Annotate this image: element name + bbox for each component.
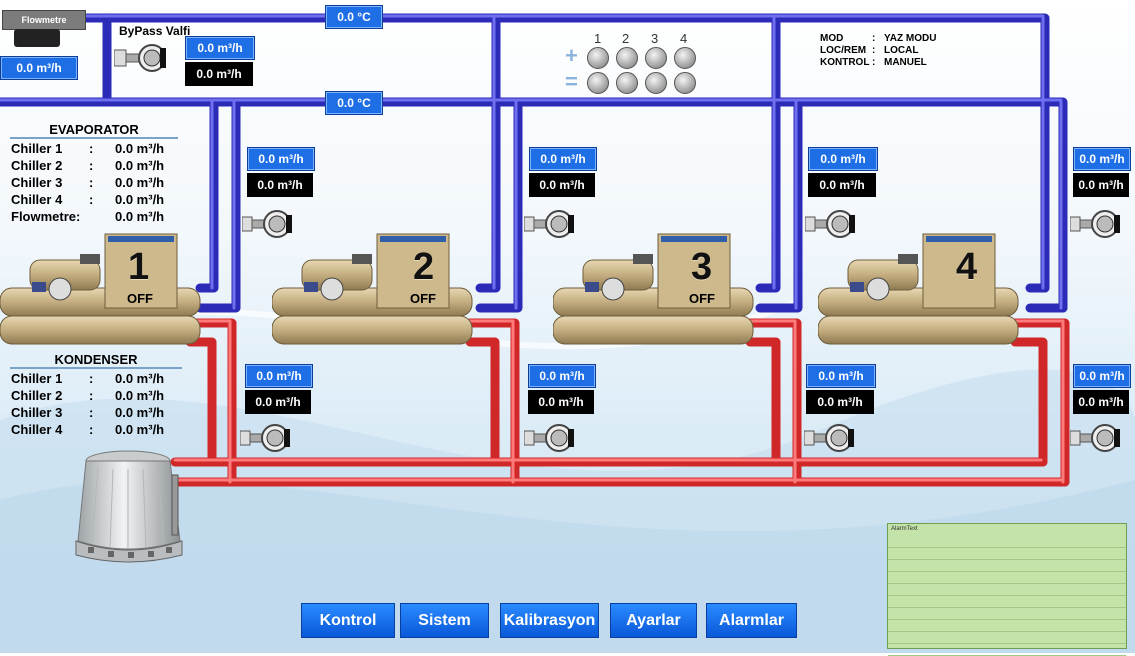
sequence-indicator[interactable] — [616, 72, 638, 94]
mode-info: MOD: YAZ MODU LOC/REM: LOCAL KONTROL: MANUE… — [820, 33, 936, 69]
chiller-1-cond-flow-set: 0.0 m³/h — [245, 364, 313, 388]
chiller-2-evap-valve-icon[interactable] — [524, 207, 574, 241]
mode-value: YAZ MODU — [884, 33, 937, 44]
kontrol-button[interactable]: Kontrol — [301, 603, 395, 638]
flowmetre-value: 0.0 m³/h — [0, 56, 78, 80]
mode-key: MOD — [820, 33, 844, 44]
chiller-3-evap-flow-set: 0.0 m³/h — [808, 147, 878, 171]
sequence-indicator[interactable] — [674, 47, 696, 69]
chiller-unit-graphic — [817, 233, 1019, 345]
bypass-valve-icon[interactable] — [114, 40, 166, 76]
bypass-flow-actual: 0.0 m³/h — [185, 62, 253, 86]
chiller-status: OFF — [127, 291, 153, 306]
chiller-3-cond-flow-set: 0.0 m³/h — [806, 364, 876, 388]
chiller-3-cond-flow-actual: 0.0 m³/h — [806, 390, 874, 414]
chiller-3-evap-valve-icon[interactable] — [805, 207, 855, 241]
chiller-status: OFF — [689, 291, 715, 306]
kontrol-sep: : — [872, 57, 876, 68]
chiller-4-cond-flow-actual: 0.0 m³/h — [1073, 390, 1129, 414]
chiller-unit-graphic — [552, 233, 754, 345]
chiller-1-evap-valve-icon[interactable] — [242, 207, 292, 241]
alarmlar-button[interactable]: Alarmlar — [706, 603, 797, 638]
sequence-indicator[interactable] — [674, 72, 696, 94]
ayarlar-button[interactable]: Ayarlar — [610, 603, 697, 638]
locrem-value: LOCAL — [884, 45, 919, 56]
chiller-unit-graphic — [0, 233, 201, 345]
mode-sep: : — [872, 33, 876, 44]
locrem-sep: : — [872, 45, 876, 56]
chiller-1-cond-valve-icon[interactable] — [240, 421, 290, 455]
sequence-indicator[interactable] — [587, 72, 609, 94]
evaporator-title: EVAPORATOR — [10, 122, 178, 139]
kontrol-value: MANUEL — [884, 57, 927, 68]
chiller-1-evap-flow-set: 0.0 m³/h — [247, 147, 315, 171]
flowmetre-body — [14, 29, 60, 47]
chiller-2-cond-flow-actual: 0.0 m³/h — [528, 390, 594, 414]
return-temperature: 0.0 °C — [325, 91, 383, 115]
sequence-indicator[interactable] — [645, 72, 667, 94]
chiller-3-evap-flow-actual: 0.0 m³/h — [808, 173, 876, 197]
sequence-plus: + — [565, 43, 578, 68]
chiller-2-evap-flow-set: 0.0 m³/h — [529, 147, 597, 171]
chiller-4[interactable]: 4 — [817, 232, 1023, 361]
chiller-1-evap-flow-actual: 0.0 m³/h — [247, 173, 313, 197]
chiller-unit-graphic — [271, 233, 473, 345]
chiller-status: OFF — [410, 291, 436, 306]
chiller-4-evap-valve-icon[interactable] — [1070, 207, 1120, 241]
kontrol-key: KONTROL — [820, 57, 870, 68]
kondenser-title: KONDENSER — [10, 352, 182, 369]
chiller-4-cond-flow-set: 0.0 m³/h — [1073, 364, 1131, 388]
bypass-flow-set: 0.0 m³/h — [185, 36, 255, 60]
sequence-col-3: 3 — [651, 31, 659, 46]
chiller-number: 4 — [956, 246, 978, 288]
evaporator-flow-list: Chiller 1:0.0 m³/h Chiller 2:0.0 m³/h Ch… — [11, 141, 165, 224]
sequence-indicator[interactable] — [587, 47, 609, 69]
sequence-col-2: 2 — [622, 31, 630, 46]
sequence-col-1: 1 — [594, 31, 602, 46]
alarm-panel[interactable]: AlarmText — [887, 523, 1127, 656]
flowmetre-label: Flowmetre — [2, 10, 86, 30]
bypass-label: ByPass Valfi — [119, 24, 191, 38]
chiller-2-cond-valve-icon[interactable] — [524, 421, 574, 455]
chiller-3-cond-valve-icon[interactable] — [804, 421, 854, 455]
kalibrasyon-button[interactable]: Kalibrasyon — [500, 603, 599, 638]
kondenser-flow-list: Chiller 1:0.0 m³/h Chiller 2:0.0 m³/h Ch… — [11, 371, 165, 437]
chiller-number: 1 — [128, 246, 150, 288]
chiller-2-evap-flow-actual: 0.0 m³/h — [529, 173, 595, 197]
sequence-minus: = — [565, 69, 578, 94]
sequence-col-4: 4 — [680, 31, 688, 46]
sistem-button[interactable]: Sistem — [400, 603, 489, 638]
chiller-4-evap-flow-actual: 0.0 m³/h — [1073, 173, 1129, 197]
sequence-indicator[interactable] — [616, 47, 638, 69]
chiller-4-cond-valve-icon[interactable] — [1070, 421, 1120, 455]
chiller-2-cond-flow-set: 0.0 m³/h — [528, 364, 596, 388]
alarm-panel-header: AlarmText — [891, 526, 918, 532]
sequence-indicator[interactable] — [645, 47, 667, 69]
chiller-number: 2 — [413, 246, 435, 288]
chiller-4-evap-flow-set: 0.0 m³/h — [1073, 147, 1131, 171]
cooling-tower — [75, 450, 183, 563]
locrem-key: LOC/REM — [820, 45, 867, 56]
supply-temperature: 0.0 °C — [325, 5, 383, 29]
chiller-1-cond-flow-actual: 0.0 m³/h — [245, 390, 311, 414]
chiller-number: 3 — [691, 246, 713, 288]
